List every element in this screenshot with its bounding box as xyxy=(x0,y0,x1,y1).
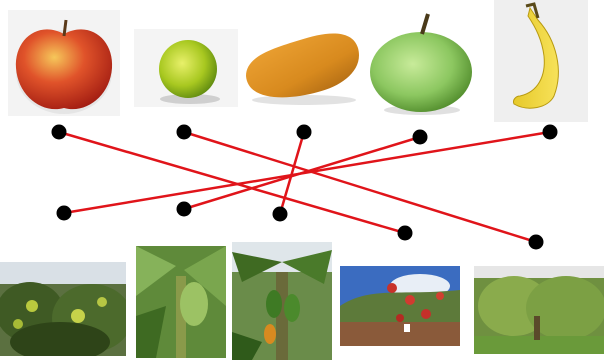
papaya-tree-icon xyxy=(232,242,332,360)
banana-plant-photo xyxy=(136,246,226,358)
match-line-5 xyxy=(63,130,551,215)
apple-tree-photo xyxy=(340,266,460,346)
apple-photo xyxy=(8,10,120,116)
orange-tree-photo xyxy=(0,262,126,356)
plant-dot-5[interactable] xyxy=(528,234,544,250)
guava-tree-icon xyxy=(474,266,604,354)
orange-icon xyxy=(159,40,220,104)
banana-photo xyxy=(494,0,588,122)
match-line-3 xyxy=(278,131,306,215)
plant-dot-2[interactable] xyxy=(176,201,192,217)
fruit-dot-2[interactable] xyxy=(176,124,192,140)
plant-dot-1[interactable] xyxy=(56,205,72,221)
banana-icon xyxy=(513,2,559,109)
match-line-2 xyxy=(183,130,537,244)
fruit-dot-5[interactable] xyxy=(542,124,558,140)
guava-photo xyxy=(368,12,474,116)
plant-dot-3[interactable] xyxy=(272,206,288,222)
guava-tree-photo xyxy=(474,266,604,354)
fruit-dot-3[interactable] xyxy=(296,124,312,140)
papaya-photo xyxy=(240,22,362,106)
orange-photo xyxy=(134,29,238,107)
guava-icon xyxy=(370,13,472,115)
papaya-tree-photo xyxy=(232,242,332,360)
match-line-1 xyxy=(58,130,406,235)
apple-tree-icon xyxy=(340,266,460,346)
orange-tree-icon xyxy=(0,262,126,356)
fruit-dot-4[interactable] xyxy=(412,129,428,145)
fruit-dot-1[interactable] xyxy=(51,124,67,140)
plant-dot-4[interactable] xyxy=(397,225,413,241)
papaya-icon xyxy=(246,33,359,105)
banana-plant-icon xyxy=(136,246,226,358)
apple-icon xyxy=(15,19,113,114)
